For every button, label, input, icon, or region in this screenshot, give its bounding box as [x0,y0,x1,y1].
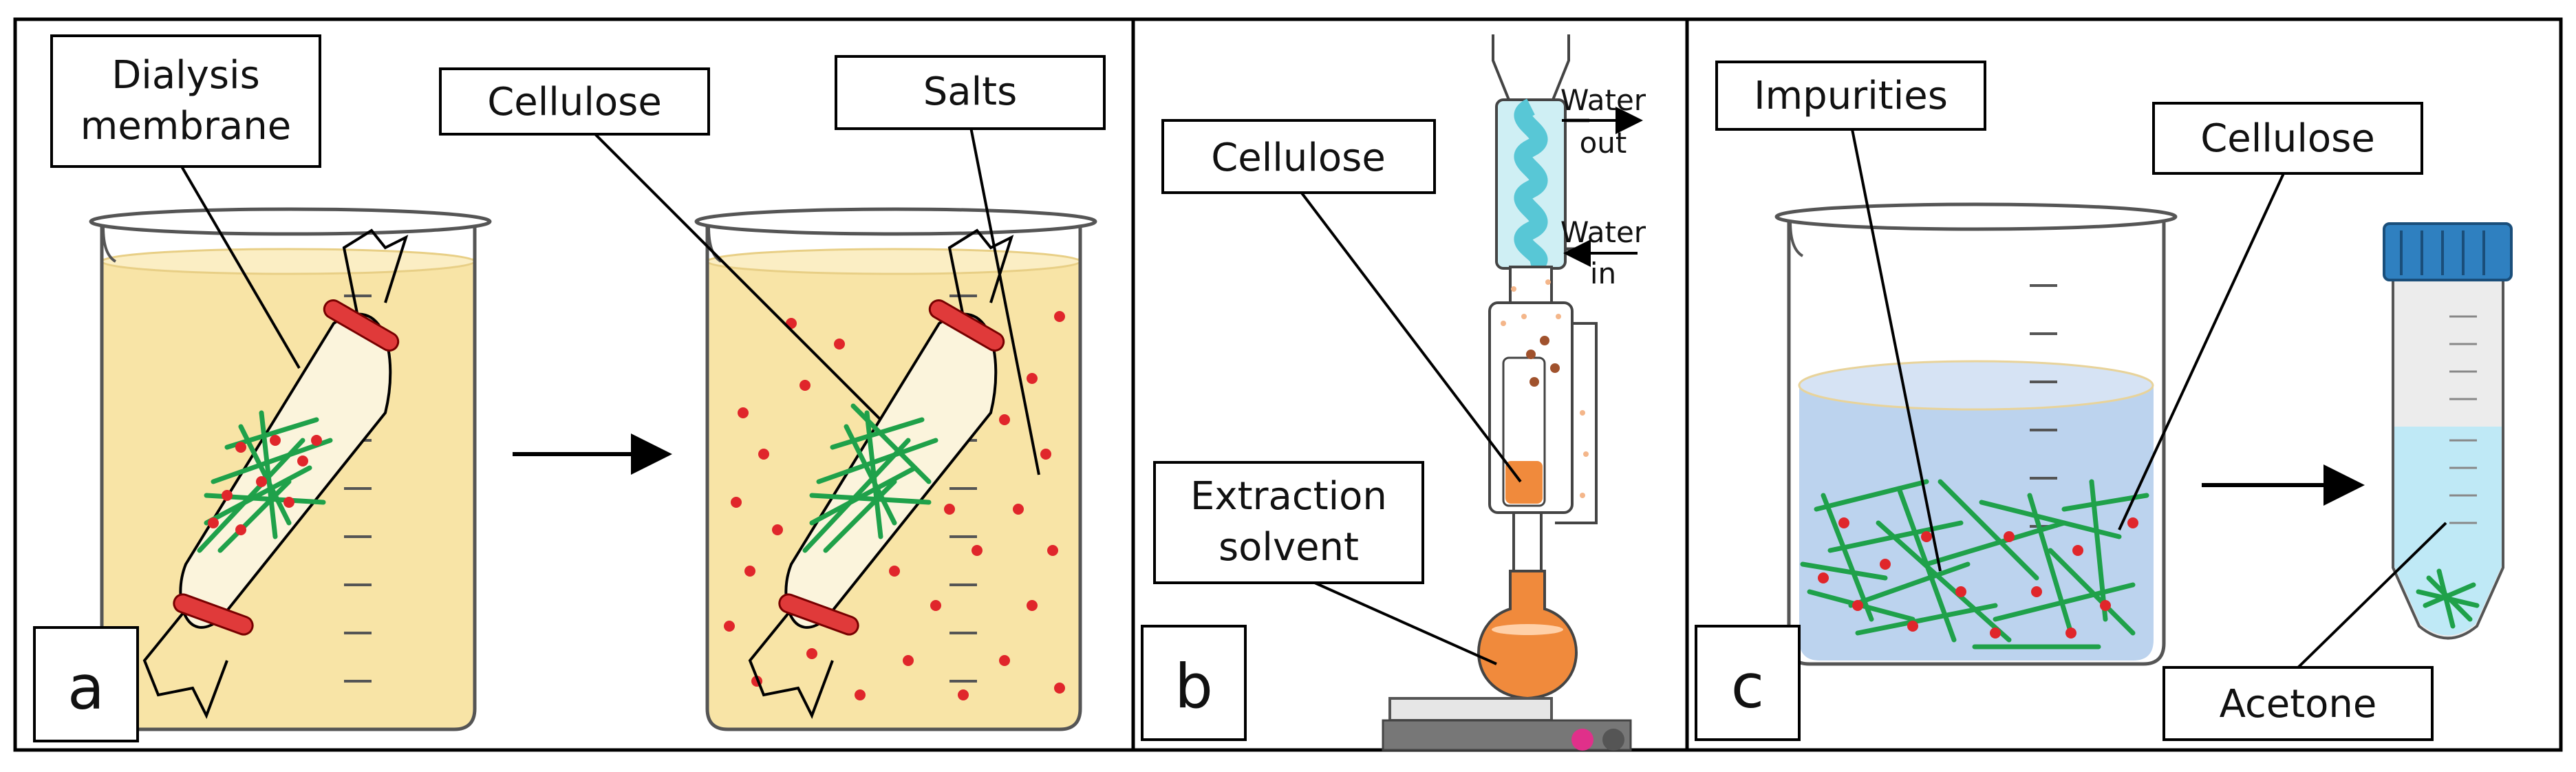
tube-cap-icon [2383,222,2513,281]
label-cellulose: Cellulose [2200,116,2375,161]
label-water-out-line1: Water [1560,83,1646,117]
label-acetone: Acetone [2220,682,2377,727]
panel-letter-box [33,626,139,742]
panel-letter-box [1695,625,1801,741]
label-cellulose: Cellulose [1211,136,1386,180]
leader-line [1303,577,1497,665]
label-box [1715,61,1986,131]
panel-letter-a: a [67,652,105,723]
leader-line [1849,122,1942,572]
label-box [50,34,321,168]
panel-letter-box [1141,625,1247,741]
diagram-frame [13,17,2563,752]
panel-a: Dialysis membrane Cellulose Salts a [33,34,1106,742]
label-dialysis-membrane-line1: Dialysis [111,53,260,98]
label-box [1161,119,1436,194]
dialysis-bag-icon [142,228,409,719]
label-water-in-line1: Water [1560,215,1646,249]
label-cellulose: Cellulose [487,80,662,125]
label-water-out-line2: out [1580,126,1627,160]
clip-icon [928,299,1005,352]
panel-b: Water out Water in Cellulose Extraction … [1141,34,1646,751]
leader-line [2293,522,2447,672]
label-extraction-solvent-line1: Extraction [1190,474,1387,519]
clip-icon [778,593,859,636]
beaker-icon [1774,202,2178,666]
panel-letter-b: b [1174,651,1213,722]
soxhlet-extractor-icon [1477,34,1598,700]
label-water-in-line2: in [1590,257,1616,290]
leader-line [2118,171,2286,530]
label-box [2162,666,2434,741]
label-salts: Salts [923,69,1018,114]
label-dialysis-membrane-line2: membrane [80,104,291,149]
label-box [1153,461,1424,584]
label-impurities: Impurities [1754,74,1948,118]
leader-line [1299,190,1522,483]
leader-line [171,149,301,369]
panel-c: Impurities Cellulose Acetone c [1695,61,2513,741]
leader-line [969,123,1040,475]
hot-plate-icon [1382,697,1632,751]
centrifuge-tube-icon [2383,222,2513,640]
label-extraction-solvent-line2: solvent [1219,525,1359,570]
label-box [835,55,1106,130]
label-box [439,67,710,136]
label-box [2152,102,2423,175]
panel-letter-c: c [1731,651,1764,722]
clip-icon [173,593,254,636]
clip-icon [323,299,400,352]
leader-line [583,122,882,421]
